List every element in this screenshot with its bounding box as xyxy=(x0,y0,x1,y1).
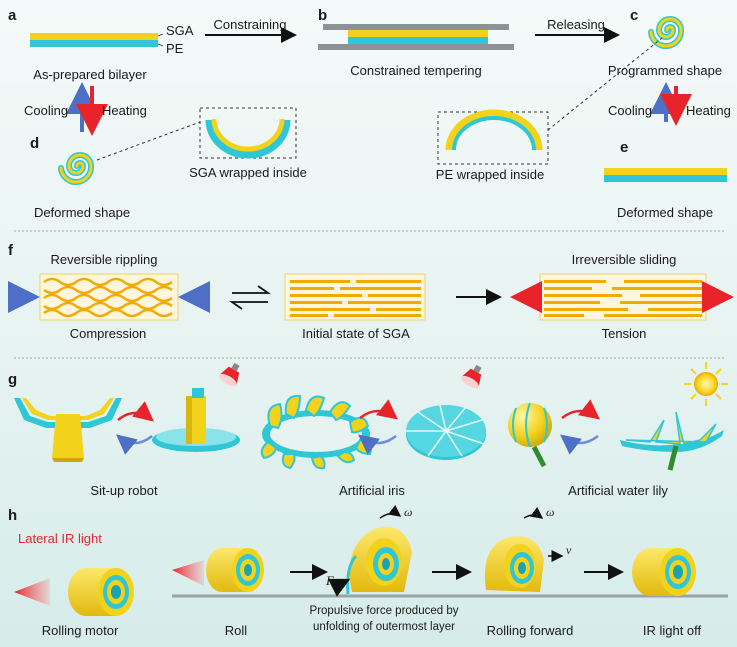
caption-sga-wrapped-inside: SGA wrapped inside xyxy=(189,165,307,180)
leader-d xyxy=(96,121,201,161)
lily-cycle-arrows xyxy=(560,399,600,455)
iris-cycle-arrows xyxy=(358,399,398,455)
caption-propulsive-force-1: Propulsive force produced by xyxy=(309,605,459,617)
panel-letter-f: f xyxy=(8,242,13,259)
cycle-arrows-left xyxy=(66,82,108,136)
layer-label-sga: SGA xyxy=(166,23,194,38)
label-releasing: Releasing xyxy=(547,17,605,32)
caption-constrained-tempering: Constrained tempering xyxy=(350,63,482,78)
label-heating-right: Heating xyxy=(686,103,731,118)
caption-as-prepared: As-prepared bilayer xyxy=(33,67,147,82)
caption-tension: Tension xyxy=(601,326,647,341)
sun-icon xyxy=(684,362,728,406)
caption-artificial-water-lily: Artificial water lily xyxy=(568,483,668,498)
lily-closed xyxy=(508,402,552,468)
flat-bilayer-e xyxy=(604,168,727,182)
panel-letter-b: b xyxy=(318,7,328,24)
constrained-bilayer xyxy=(318,24,514,50)
rippled-sga xyxy=(39,273,179,321)
caption-artificial-iris: Artificial iris xyxy=(339,483,405,498)
lily-open xyxy=(620,411,724,471)
caption-deformed-shape-e: Deformed shape xyxy=(616,205,714,220)
panel-letter-e: e xyxy=(620,139,629,156)
ir-off-stage xyxy=(632,548,696,596)
equilibrium-arrows xyxy=(229,285,271,310)
panel-letter-d: d xyxy=(30,135,40,152)
programmed-spiral xyxy=(648,16,685,50)
velocity-symbol: v xyxy=(566,543,572,557)
iris-open xyxy=(260,394,372,470)
omega-symbol-1: ω xyxy=(404,505,413,519)
arc-pe-inside xyxy=(445,109,543,151)
ir-lamp-2 xyxy=(172,560,204,586)
panel-letter-c: c xyxy=(630,7,639,24)
slid-sga xyxy=(539,273,707,321)
caption-compression: Compression xyxy=(69,326,147,341)
caption-rolling-motor: Rolling motor xyxy=(41,623,119,638)
label-lateral-ir-light: Lateral IR light xyxy=(18,531,102,546)
rolling-forward-stage xyxy=(484,506,564,592)
robot-cycle-arrows xyxy=(116,401,154,455)
panel-letter-g: g xyxy=(8,371,18,388)
label-cooling-right: Cooling xyxy=(608,103,653,118)
rolling-motor xyxy=(68,568,134,616)
bilayer-a xyxy=(30,33,164,47)
label-heating-left: Heating xyxy=(102,103,147,118)
arc-sga-inside xyxy=(205,118,291,159)
caption-sit-up-robot: Sit-up robot xyxy=(90,483,158,498)
omega-symbol-2: ω xyxy=(546,505,555,519)
leader-e xyxy=(547,37,663,131)
roll-stage xyxy=(206,548,264,592)
caption-deformed-shape-d: Deformed shape xyxy=(33,205,131,220)
force-symbol: F xyxy=(326,573,334,588)
panel-letter-a: a xyxy=(8,7,17,24)
robot-folded xyxy=(14,398,122,462)
caption-rolling-forward: Rolling forward xyxy=(486,623,574,638)
caption-pe-wrapped-inside: PE wrapped inside xyxy=(435,167,545,182)
caption-initial-state: Initial state of SGA xyxy=(302,326,410,341)
cycle-arrows-right xyxy=(650,82,692,126)
panel-letter-h: h xyxy=(8,507,18,524)
layer-label-pe: PE xyxy=(166,41,184,56)
label-cooling-left: Cooling xyxy=(24,103,69,118)
label-constraining: Constraining xyxy=(213,17,287,32)
deformed-spiral-d xyxy=(58,152,95,186)
heat-lamp-2 xyxy=(461,364,482,389)
caption-roll: Roll xyxy=(224,623,248,638)
title-reversible-rippling: Reversible rippling xyxy=(50,252,158,267)
title-irreversible-sliding: Irreversible sliding xyxy=(571,252,677,267)
heat-lamp-1 xyxy=(219,362,240,387)
iris-closed xyxy=(406,404,486,460)
caption-programmed-shape: Programmed shape xyxy=(607,63,723,78)
robot-upright xyxy=(152,388,240,452)
caption-ir-light-off: IR light off xyxy=(642,623,702,638)
unfolding-stage xyxy=(327,504,412,597)
initial-sga xyxy=(284,273,426,321)
ir-lamp-1 xyxy=(14,578,50,606)
caption-propulsive-force-2: unfolding of outermost layer xyxy=(313,621,455,633)
